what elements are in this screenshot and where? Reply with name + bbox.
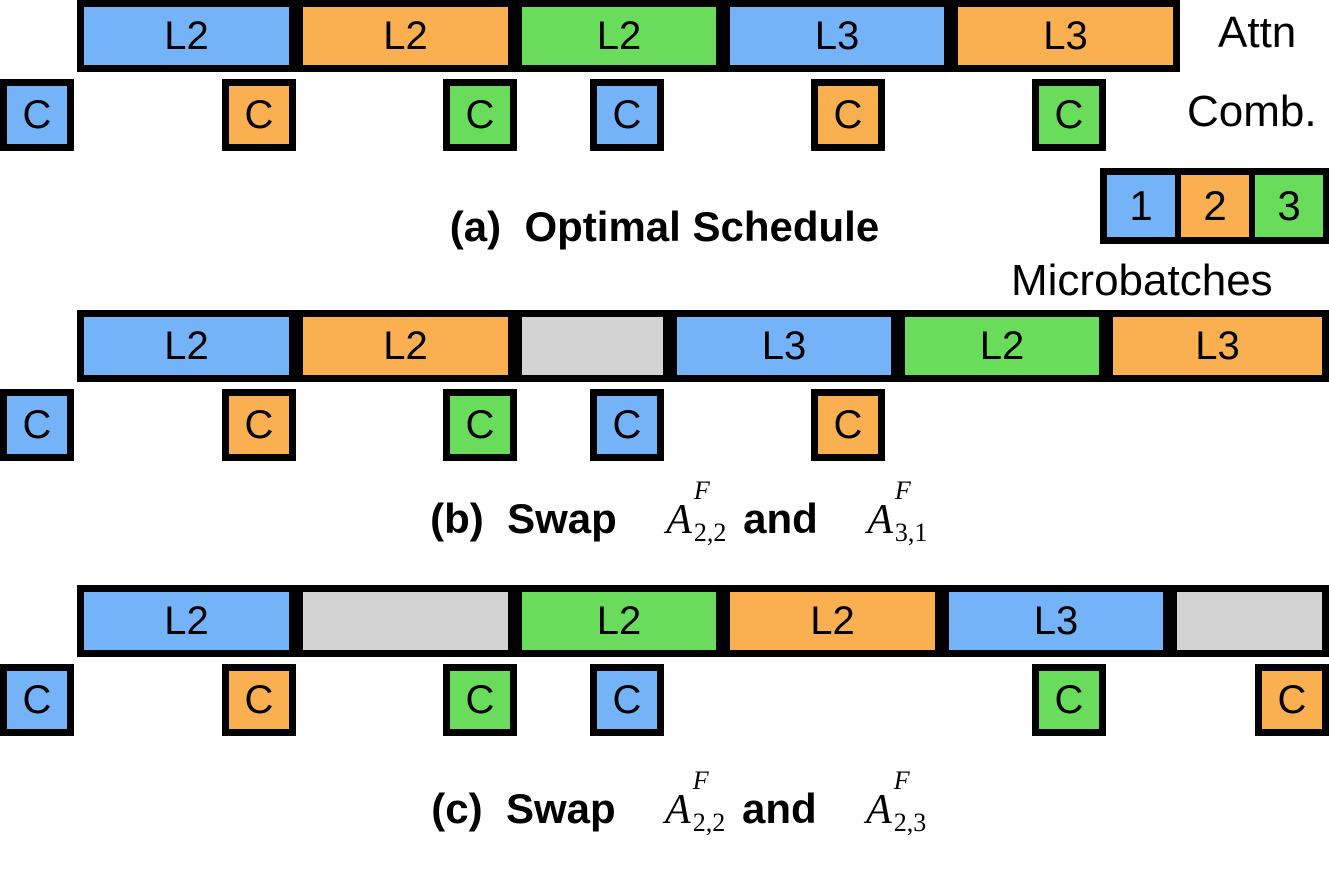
combine-block-label: C — [612, 93, 642, 137]
attention-block-l2: L2 — [77, 585, 296, 657]
combine-block: C — [443, 79, 517, 151]
combine-block: C — [590, 664, 664, 736]
legend-swatch-2: 2 — [1181, 175, 1249, 237]
combine-block-label: C — [1277, 678, 1307, 722]
panel-c-caption-conj: and — [742, 785, 817, 832]
panel-a-attention-row: L2 L2 L2 L3 L3 — [0, 0, 1329, 80]
legend-swatch-1: 1 — [1107, 175, 1175, 237]
combine-block-label: C — [22, 678, 52, 722]
combine-block: C — [222, 664, 296, 736]
legend-swatch-label: 1 — [1129, 182, 1153, 229]
attention-block-label: L3 — [1043, 14, 1088, 58]
combine-block-label: C — [612, 678, 642, 722]
combine-block-label: C — [1054, 93, 1084, 137]
attention-block-label: L2 — [164, 14, 209, 58]
combine-block: C — [0, 79, 74, 151]
combine-block-label: C — [244, 678, 274, 722]
combine-block-label: C — [22, 93, 52, 137]
attention-row-label: Attn — [1218, 8, 1297, 57]
attention-block-label: L2 — [596, 14, 642, 58]
attention-block-l2: L2 — [296, 0, 515, 72]
combine-block: C — [443, 664, 517, 736]
combine-block: C — [1032, 79, 1106, 151]
attention-block-l2: L2 — [515, 585, 723, 657]
panel-b-caption-prefix: (b) — [430, 495, 484, 542]
legend-swatch-label: 2 — [1203, 182, 1227, 229]
combine-block: C — [1255, 664, 1329, 736]
legend-microbatch-swatches: 1 2 3 — [1100, 168, 1329, 244]
combine-block: C — [222, 79, 296, 151]
attention-block-l2: L2 — [515, 0, 723, 72]
attention-block-l3: L3 — [942, 585, 1170, 657]
combine-block: C — [811, 389, 885, 461]
combine-block-label: C — [465, 678, 495, 722]
attention-block-label: L2 — [383, 14, 428, 58]
combine-block-label: C — [465, 93, 495, 137]
combine-block: C — [590, 389, 664, 461]
panel-c-caption-prefix: (c) — [431, 785, 483, 832]
combine-block: C — [590, 79, 664, 151]
bubble-block — [1170, 585, 1329, 657]
attention-block-l2: L2 — [77, 0, 296, 72]
attention-block-l2: L2 — [296, 310, 515, 382]
combine-block: C — [443, 389, 517, 461]
combine-block-label: C — [833, 93, 863, 137]
combine-row-label: Comb. — [1187, 87, 1317, 136]
bubble-block — [296, 585, 515, 657]
combine-block: C — [0, 389, 74, 461]
combine-block-label: C — [244, 403, 274, 447]
combine-block: C — [222, 389, 296, 461]
legend-swatch-label: 3 — [1277, 182, 1301, 229]
combine-block: C — [811, 79, 885, 151]
attention-block-l3: L3 — [723, 0, 951, 72]
combine-block-label: C — [1054, 678, 1084, 722]
attention-block-label: L2 — [164, 324, 209, 368]
panel-a-caption: (a) Optimal Schedule — [0, 203, 1329, 251]
panel-b-attention-row: L2 L2 L3 L2 L3 — [0, 310, 1329, 390]
attention-block-l3: L3 — [1106, 310, 1329, 382]
attention-block-label: L2 — [164, 599, 209, 643]
combine-block: C — [0, 664, 74, 736]
attention-block-label: L2 — [383, 324, 428, 368]
legend-swatch-3: 3 — [1255, 175, 1323, 237]
panel-a-caption-text: Optimal Schedule — [524, 203, 880, 250]
attention-block-l3: L3 — [951, 0, 1180, 72]
attention-block-l3: L3 — [670, 310, 898, 382]
attention-block-l2: L2 — [898, 310, 1106, 382]
combine-block-label: C — [465, 403, 495, 447]
bubble-block — [515, 310, 670, 382]
attention-block-label: L2 — [596, 599, 642, 643]
attention-block-label: L2 — [810, 599, 855, 643]
attention-block-label: L3 — [1195, 324, 1240, 368]
panel-b-caption-text: Swap — [507, 495, 617, 542]
attention-block-l2: L2 — [723, 585, 942, 657]
attention-block-label: L2 — [979, 324, 1025, 368]
panel-c-caption-text: Swap — [505, 785, 616, 832]
attention-block-label: L3 — [814, 14, 860, 58]
panel-a-caption-prefix: (a) — [449, 203, 502, 250]
panel-c-attention-row: L2 L2 L2 L3 — [0, 585, 1329, 665]
attention-block-label: L3 — [761, 324, 807, 368]
combine-block-label: C — [244, 93, 274, 137]
combine-block-label: C — [833, 403, 863, 447]
attention-block-l2: L2 — [77, 310, 296, 382]
combine-block-label: C — [22, 403, 52, 447]
attention-block-label: L3 — [1033, 599, 1079, 643]
panel-b-caption-conj: and — [743, 495, 818, 542]
combine-block-label: C — [612, 403, 642, 447]
legend-title: Microbatches — [1011, 256, 1273, 305]
combine-block: C — [1032, 664, 1106, 736]
